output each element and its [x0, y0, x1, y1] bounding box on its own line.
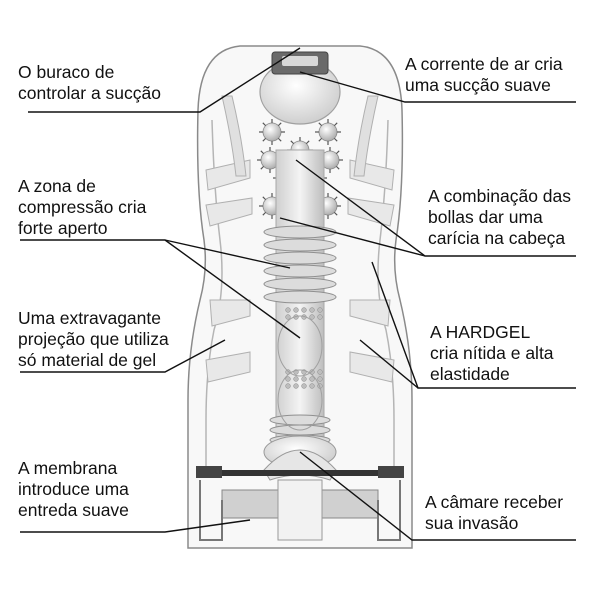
gel-nub	[285, 376, 291, 382]
label-hardgel: A HARDGEL cria nítida e alta elastidade	[430, 322, 554, 384]
callout-line	[20, 339, 226, 373]
gel-nub	[301, 376, 307, 382]
gel-ball-spike	[335, 150, 340, 155]
callout-line	[164, 239, 291, 269]
callout-line	[295, 159, 576, 257]
base-left-clip	[196, 466, 222, 478]
base-right-clip	[378, 466, 404, 478]
gel-nub	[293, 376, 299, 382]
label-air-current: A corrente de ar cria uma sucção suave	[405, 54, 563, 95]
gel-nub	[309, 383, 315, 389]
gel-ball-spike	[262, 137, 267, 142]
gel-nub	[285, 307, 291, 313]
callout-line	[20, 519, 251, 533]
textured-nub-zones	[277, 307, 323, 431]
gel-ball	[318, 122, 338, 142]
chamber-core	[277, 479, 323, 541]
gel-ball-spike	[333, 137, 338, 142]
label-gel-projection: Uma extravagante projeção que utiliza só…	[18, 308, 169, 370]
callout-line	[299, 71, 576, 103]
compression-ring	[263, 290, 337, 304]
nub-zone-outline	[277, 315, 323, 377]
gel-ball-spike	[260, 165, 265, 170]
gel-ball-spike	[333, 211, 338, 216]
label-suction-hole: O buraco de controlar a sucção	[18, 62, 161, 103]
gel-nub	[285, 383, 291, 389]
compression-ring	[263, 225, 337, 239]
base-band	[200, 470, 400, 476]
gel-nub	[285, 314, 291, 320]
gel-nub	[317, 369, 323, 375]
label-ball-combination: A combinação das bollas dar uma carícia …	[428, 186, 572, 248]
gel-ball-spike	[277, 137, 282, 142]
label-chamber: A câmare receber sua invasão	[425, 492, 564, 533]
gel-nub	[301, 383, 307, 389]
gel-nub	[293, 383, 299, 389]
gel-ball-spike	[318, 122, 323, 127]
gel-ball-spike	[260, 150, 265, 155]
gel-ball-spike	[333, 196, 338, 201]
callout-line	[299, 451, 576, 541]
gel-ball-spike	[290, 140, 295, 145]
callout-line	[28, 47, 301, 113]
gel-ball-spike	[318, 137, 323, 142]
left-top-vent	[221, 95, 247, 177]
gel-nub	[309, 376, 315, 382]
gel-nub	[293, 307, 299, 313]
central-gel-column	[275, 149, 325, 461]
label-membrane: A membrana introduce uma entreda suave	[18, 458, 129, 520]
gel-ball-spike	[277, 122, 282, 127]
right-top-vent	[353, 95, 379, 177]
label-compression-zone: A zona de compressão cria forte aperto	[18, 176, 147, 238]
lower-ring	[269, 414, 331, 426]
gel-ball-spike	[333, 122, 338, 127]
compression-ring	[263, 238, 337, 252]
callout-line	[359, 339, 419, 389]
base-right-wall	[377, 480, 401, 541]
gel-ball-spike	[335, 165, 340, 170]
callout-line	[279, 217, 426, 257]
nub-zone-outline	[277, 369, 323, 431]
compression-ring	[263, 251, 337, 265]
gel-ball-spike	[305, 140, 310, 145]
compression-ring	[263, 277, 337, 291]
gel-ball	[262, 122, 282, 142]
callout-lines	[20, 47, 576, 541]
base-left-wall	[199, 480, 223, 541]
gel-nub	[317, 314, 323, 320]
gel-nub	[317, 376, 323, 382]
gel-ball-spike	[262, 122, 267, 127]
gel-ball-spike	[262, 211, 267, 216]
gel-nub	[317, 307, 323, 313]
gel-nub	[301, 307, 307, 313]
gel-ball-spike	[262, 196, 267, 201]
suction-hole-slot	[282, 56, 318, 66]
gel-nub	[309, 307, 315, 313]
gel-nub	[309, 314, 315, 320]
compression-ring	[263, 264, 337, 278]
